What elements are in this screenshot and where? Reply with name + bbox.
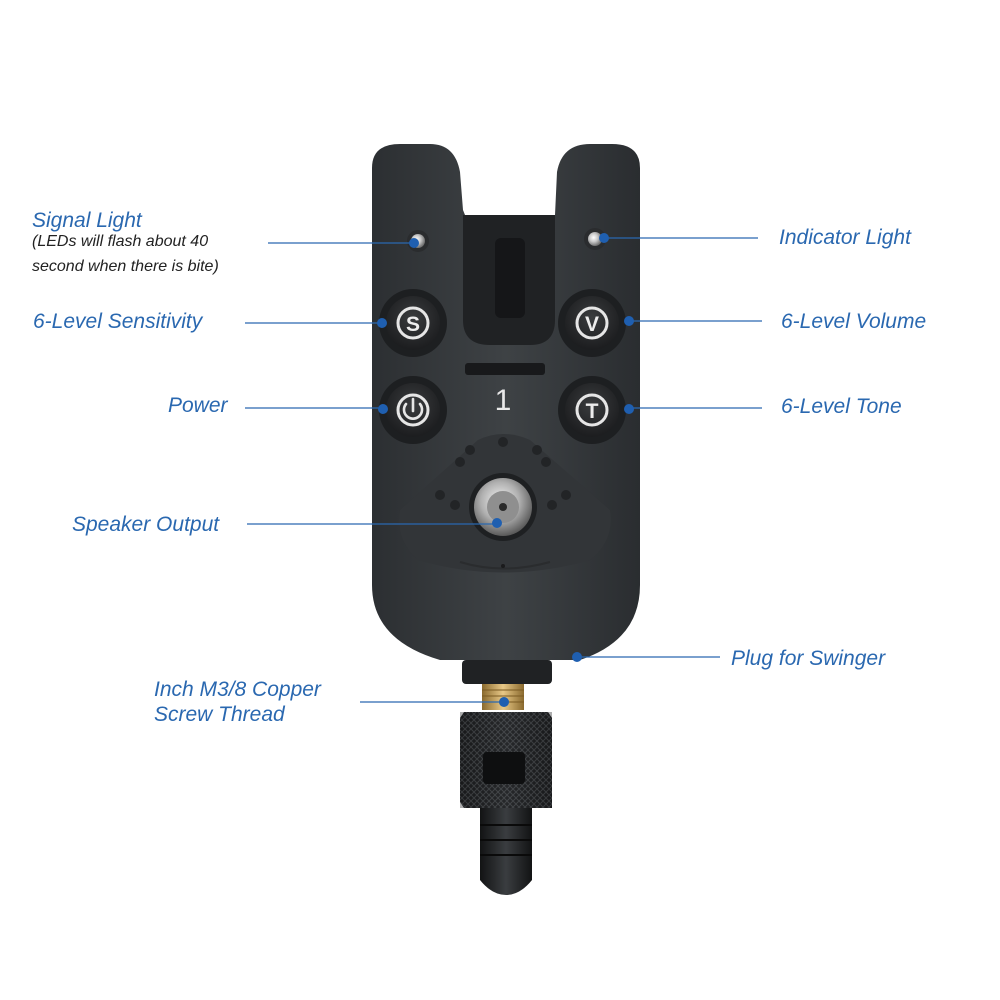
speaker-output-label: Speaker Output (72, 513, 220, 536)
power-icon (402, 397, 424, 420)
body-seam (459, 561, 551, 570)
sensitivity-label: 6-Level Sensitivity (33, 310, 203, 333)
display-window (465, 363, 545, 375)
tone-letter: T (586, 400, 599, 423)
sensitivity-button[interactable] (379, 289, 447, 357)
indicator-light (584, 228, 606, 250)
knob-slot (483, 752, 525, 784)
tone-label: 6-Level Tone (781, 395, 902, 418)
plug-for-swinger-label: Plug for Swinger (731, 647, 886, 670)
leader-lines (245, 233, 762, 707)
power-button[interactable] (379, 376, 447, 444)
bottom-screw (480, 808, 532, 895)
speaker-icon (469, 473, 537, 541)
swinger-plug (462, 660, 552, 684)
indicator-light-label: Indicator Light (779, 226, 911, 249)
sensitivity-letter: S (406, 313, 420, 336)
speaker-grille-dots (435, 437, 571, 510)
led-light-icon (588, 232, 602, 246)
volume-label: 6-Level Volume (781, 310, 927, 333)
power-label: Power (168, 394, 228, 417)
screw-thread-label-line1: Inch M3/8 Copper (154, 678, 321, 701)
roller-wheel (495, 238, 525, 318)
signal-light-note-line1: (LEDs will flash about 40 (32, 233, 209, 250)
volume-button[interactable] (558, 289, 626, 357)
signal-light-label: Signal Light (32, 209, 142, 232)
volume-letter: V (585, 313, 599, 336)
display-number: 1 (495, 384, 512, 417)
tone-button[interactable] (558, 376, 626, 444)
signal-light-note-line2: second when there is bite) (32, 258, 219, 275)
mic-hole (501, 564, 505, 568)
screw-thread-label-line2: Screw Thread (154, 703, 285, 726)
screw-ridges (480, 824, 532, 856)
